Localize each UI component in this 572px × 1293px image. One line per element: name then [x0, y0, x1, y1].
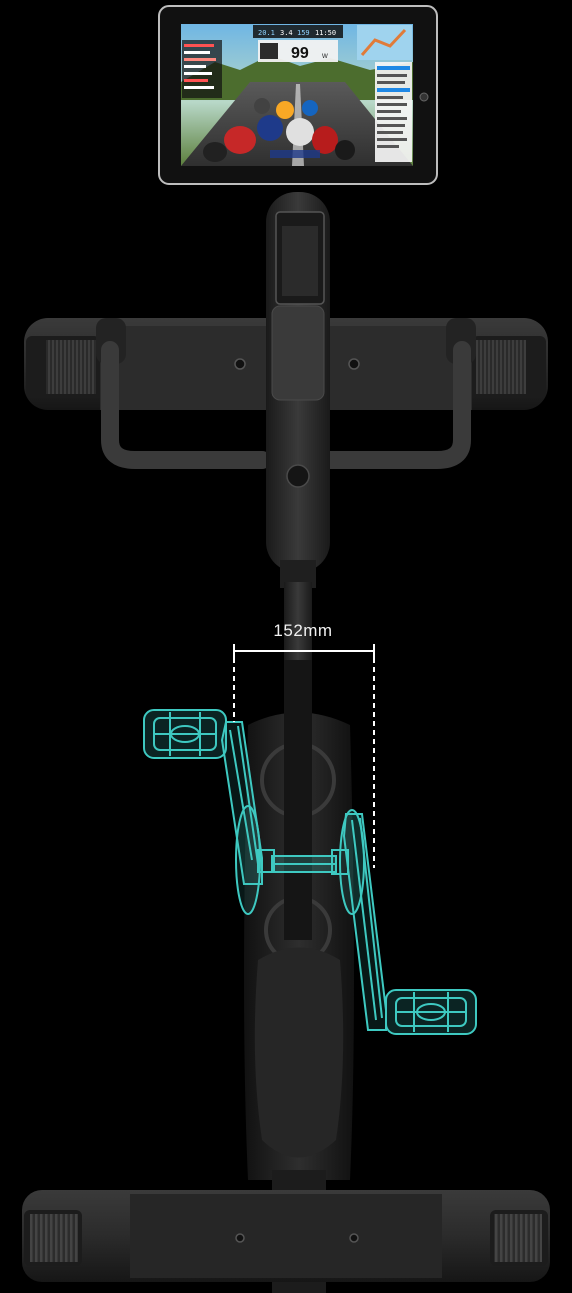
dimension-label: 152mm — [273, 621, 332, 640]
rear-base — [22, 1190, 550, 1282]
control-pad[interactable] — [271, 305, 325, 401]
crank-wireframe — [143, 709, 477, 1035]
tablet-stat-3: 159 — [297, 29, 310, 37]
stem-knob-icon[interactable] — [286, 464, 310, 488]
tablet-stat-4: 11:50 — [315, 29, 336, 37]
bolt-icon — [234, 358, 246, 370]
tablet-screen: 20.1 3.4 159 11:50 99 w — [181, 24, 413, 166]
lower-shroud — [254, 947, 344, 1158]
left-foot — [24, 1210, 82, 1266]
tablet-riders — [203, 98, 355, 162]
q-factor-dimension: 152mm — [233, 621, 375, 868]
bolt-icon — [348, 358, 360, 370]
right-foot — [490, 1210, 548, 1266]
tablet-stat-2: 3.4 — [280, 29, 293, 37]
bike-frame — [244, 582, 354, 1293]
right-pedal — [385, 989, 477, 1035]
left-pedal — [143, 709, 227, 759]
tablet: 20.1 3.4 159 11:50 99 w — [158, 5, 438, 185]
tablet-home-button[interactable] — [419, 92, 429, 102]
handlebar-assembly — [24, 192, 548, 588]
tablet-left-panel — [182, 40, 222, 98]
tablet-power-unit: w — [321, 51, 328, 60]
bolt-icon — [349, 1233, 359, 1243]
bolt-icon — [235, 1233, 245, 1243]
tablet-stat-1: 20.1 — [258, 29, 275, 37]
tablet-power-value: 99 — [291, 45, 309, 62]
tablet-right-panel — [375, 62, 412, 162]
